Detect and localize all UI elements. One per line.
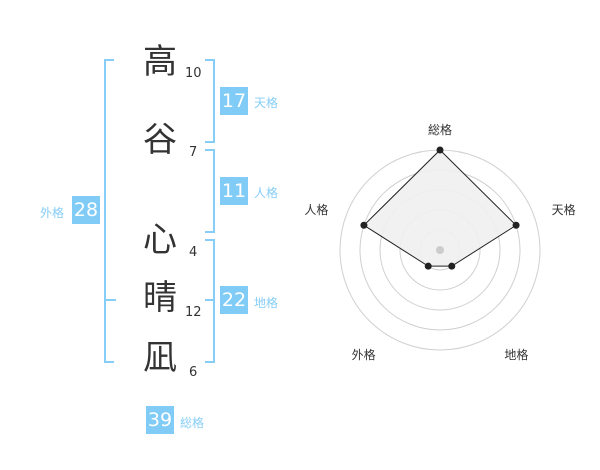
name-char-5: 凪 bbox=[143, 338, 177, 378]
radar-axis-label: 総格 bbox=[428, 122, 452, 137]
radar-axis-label: 人格 bbox=[304, 202, 328, 217]
name-char-4: 晴 bbox=[143, 278, 177, 318]
radar-axis-label: 天格 bbox=[552, 202, 576, 217]
soukaku-label: 総格 bbox=[180, 416, 205, 430]
stroke-count-2: 7 bbox=[189, 145, 198, 160]
tenkaku-value: 17 bbox=[220, 87, 248, 115]
radar-point bbox=[512, 221, 520, 229]
gaikaku-label: 外格 bbox=[40, 206, 65, 220]
chikaku-bracket bbox=[205, 239, 215, 363]
radar-polygon bbox=[363, 149, 517, 267]
jinkaku-bracket bbox=[205, 149, 215, 233]
name-char-1: 高 bbox=[143, 42, 177, 82]
gaikaku-value: 28 bbox=[72, 196, 100, 224]
chikaku-label: 地格 bbox=[254, 296, 279, 310]
soukaku-value: 39 bbox=[146, 406, 174, 434]
jinkaku-value: 11 bbox=[220, 177, 248, 205]
gaikaku-bracket-tick bbox=[106, 299, 116, 301]
radar-axis-label: 外格 bbox=[352, 347, 376, 362]
stroke-count-5: 6 bbox=[189, 365, 198, 380]
radar-point bbox=[448, 262, 456, 270]
tenkaku-bracket bbox=[205, 59, 215, 143]
stroke-count-3: 4 bbox=[189, 245, 198, 260]
name-char-3: 心 bbox=[143, 220, 177, 260]
name-char-2: 谷 bbox=[143, 120, 177, 160]
gaikaku-bracket bbox=[104, 59, 114, 363]
radar-point bbox=[424, 262, 432, 270]
radar-center-dot bbox=[436, 246, 444, 254]
stroke-count-1: 10 bbox=[185, 66, 202, 81]
chikaku-bracket-tick bbox=[205, 299, 215, 301]
radar-point bbox=[360, 221, 368, 229]
radar-axis-label: 地格 bbox=[504, 347, 528, 362]
tenkaku-label: 天格 bbox=[254, 96, 279, 110]
chikaku-value: 22 bbox=[220, 286, 248, 314]
radar-point bbox=[436, 146, 444, 154]
stroke-count-4: 12 bbox=[185, 305, 202, 320]
jinkaku-label: 人格 bbox=[254, 186, 279, 200]
